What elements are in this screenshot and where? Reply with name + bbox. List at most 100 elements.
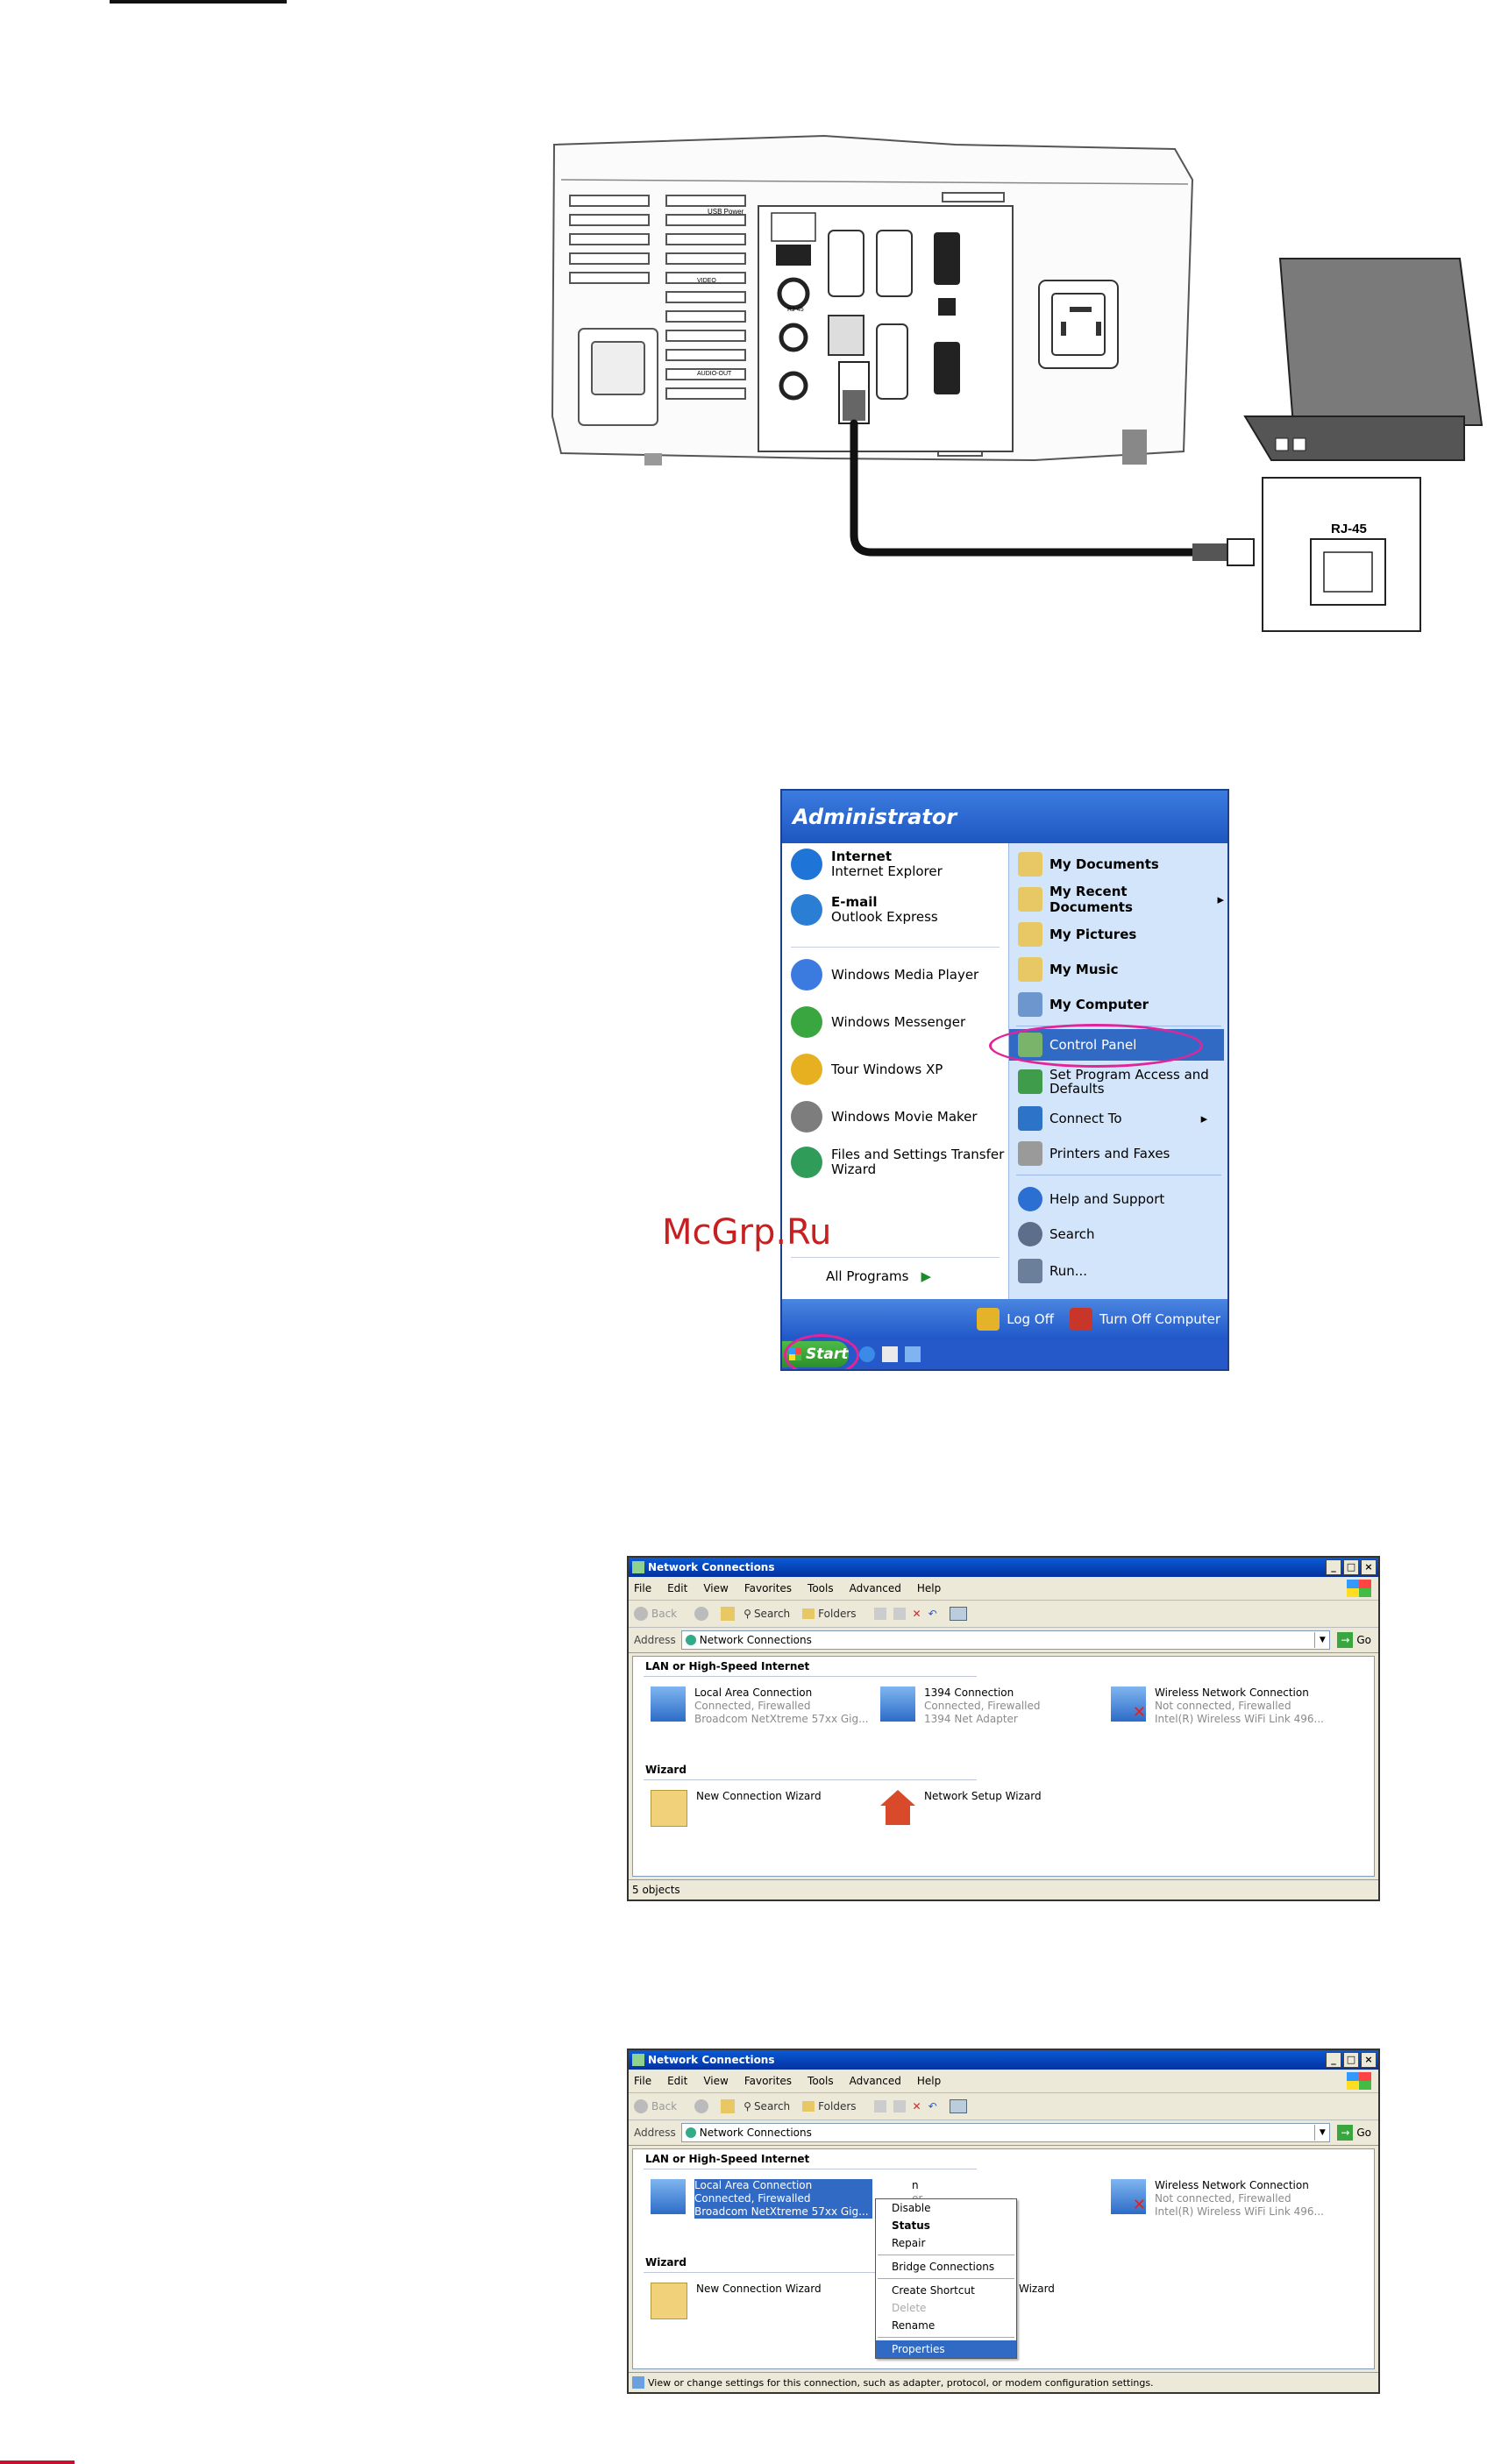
move-to-icon[interactable] <box>873 2100 886 2113</box>
log-off-button[interactable]: Log Off <box>977 1308 1054 1331</box>
1394-connection-icon <box>880 1686 915 1722</box>
menu-file[interactable]: File <box>634 2075 652 2087</box>
folders-button[interactable]: Folders <box>802 1608 857 1620</box>
maximize-button[interactable]: □ <box>1343 2052 1359 2068</box>
up-folder-icon[interactable] <box>721 1607 736 1621</box>
ctx-delete[interactable]: Delete <box>892 2302 927 2314</box>
menu-help[interactable]: Help <box>916 1582 942 1594</box>
menu-favorites[interactable]: Favorites <box>744 2075 793 2087</box>
start-item-connect-to[interactable]: Connect To▸ <box>1009 1103 1224 1134</box>
start-item-messenger[interactable]: Windows Messenger <box>791 1006 965 1038</box>
start-item-tour[interactable]: Tour Windows XP <box>791 1054 943 1085</box>
new-connection-wizard[interactable]: New Connection Wizard <box>651 2283 822 2319</box>
maximize-button[interactable]: □ <box>1343 1559 1359 1575</box>
menu-advanced[interactable]: Advanced <box>849 1582 901 1594</box>
move-to-icon[interactable] <box>873 1608 886 1620</box>
views-icon[interactable] <box>949 1607 967 1621</box>
minimize-button[interactable]: _ <box>1326 2052 1341 2068</box>
undo-icon[interactable]: ↶ <box>928 1608 937 1620</box>
windows-flag-icon <box>1347 1580 1371 1597</box>
ctx-rename[interactable]: Rename <box>892 2319 936 2332</box>
network-setup-wizard-icon <box>880 1790 915 1825</box>
dropdown-arrow-icon[interactable]: ▼ <box>1314 2125 1329 2141</box>
back-button[interactable]: Back <box>634 1607 677 1621</box>
address-input[interactable]: Network Connections ▼ <box>680 1630 1331 1650</box>
delete-icon[interactable]: ✕ <box>912 1608 921 1620</box>
menu-edit[interactable]: Edit <box>667 1582 688 1594</box>
address-bar: Address Network Connections ▼ →Go <box>629 1628 1378 1653</box>
quicklaunch-ie-icon[interactable] <box>859 1346 875 1362</box>
quicklaunch-desktop-icon[interactable] <box>905 1346 921 1362</box>
turn-off-button[interactable]: Turn Off Computer <box>1069 1308 1220 1331</box>
start-item-help[interactable]: Help and Support <box>1009 1183 1224 1215</box>
my-documents-icon <box>1018 852 1042 877</box>
menu-tools[interactable]: Tools <box>808 1582 834 1594</box>
start-item-my-computer[interactable]: My Computer <box>1009 989 1224 1020</box>
views-icon[interactable] <box>949 2099 967 2113</box>
ctx-separator <box>878 2278 1014 2279</box>
close-button[interactable]: × <box>1361 1559 1377 1575</box>
search-button[interactable]: ⚲Search <box>744 2100 791 2113</box>
go-button[interactable]: →Go <box>1337 2125 1371 2141</box>
forward-button[interactable] <box>694 1607 709 1621</box>
ctx-status[interactable]: Status <box>892 2219 930 2232</box>
folders-button[interactable]: Folders <box>802 2100 857 2113</box>
menu-view[interactable]: View <box>703 2075 729 2087</box>
ctx-repair[interactable]: Repair <box>892 2237 926 2249</box>
start-item-my-documents[interactable]: My Documents <box>1009 849 1224 880</box>
all-programs-button[interactable]: All Programs ▶ <box>826 1268 932 1284</box>
group-line <box>644 2272 977 2273</box>
menu-favorites[interactable]: Favorites <box>744 1582 793 1594</box>
delete-icon[interactable]: ✕ <box>912 2100 921 2113</box>
ctx-bridge[interactable]: Bridge Connections <box>892 2261 995 2273</box>
menu-advanced[interactable]: Advanced <box>849 2075 901 2087</box>
network-folder-icon <box>632 1561 644 1573</box>
start-item-my-music[interactable]: My Music <box>1009 954 1224 985</box>
start-item-printers[interactable]: Printers and Faxes <box>1009 1138 1224 1169</box>
ctx-create-shortcut[interactable]: Create Shortcut <box>892 2284 975 2297</box>
menu-help[interactable]: Help <box>916 2075 942 2087</box>
menu-file[interactable]: File <box>634 1582 652 1594</box>
start-item-run[interactable]: Run... <box>1009 1255 1224 1287</box>
start-item-movie-maker[interactable]: Windows Movie Maker <box>791 1101 978 1133</box>
undo-icon[interactable]: ↶ <box>928 2100 937 2113</box>
search-button[interactable]: ⚲Search <box>744 1608 791 1620</box>
address-input[interactable]: Network Connections ▼ <box>680 2123 1331 2142</box>
network-setup-wizard-partial[interactable]: Wizard <box>1019 2283 1055 2295</box>
close-button[interactable]: × <box>1361 2052 1377 2068</box>
menu-edit[interactable]: Edit <box>667 2075 688 2087</box>
back-button[interactable]: Back <box>634 2099 677 2113</box>
forward-button[interactable] <box>694 2099 709 2113</box>
my-music-icon <box>1018 957 1042 982</box>
new-connection-wizard[interactable]: New Connection Wizard <box>651 1790 822 1827</box>
dropdown-arrow-icon[interactable]: ▼ <box>1314 1632 1329 1648</box>
network-folder-icon <box>632 2054 644 2066</box>
rj45-cable <box>838 361 1255 566</box>
copy-to-icon[interactable] <box>893 2100 906 2113</box>
start-item-search[interactable]: Search <box>1009 1218 1224 1250</box>
submenu-arrow-icon: ▸ <box>1200 1111 1208 1126</box>
ctx-disable[interactable]: Disable <box>892 2202 931 2214</box>
start-item-recent-documents[interactable]: My Recent Documents▸ <box>1009 884 1224 915</box>
start-item-my-pictures[interactable]: My Pictures <box>1009 919 1224 950</box>
minimize-button[interactable]: _ <box>1326 1559 1341 1575</box>
ctx-properties[interactable]: Properties <box>876 2340 1016 2358</box>
windows-flag-icon <box>1347 2072 1371 2090</box>
up-folder-icon[interactable] <box>721 2099 736 2113</box>
network-setup-wizard[interactable]: Network Setup Wizard <box>880 1790 1042 1825</box>
copy-to-icon[interactable] <box>893 1608 906 1620</box>
quicklaunch-notepad-icon[interactable] <box>882 1346 898 1362</box>
start-item-media-player[interactable]: Windows Media Player <box>791 959 978 991</box>
menu-view[interactable]: View <box>703 1582 729 1594</box>
menu-tools[interactable]: Tools <box>808 2075 834 2087</box>
go-button[interactable]: →Go <box>1337 1632 1371 1648</box>
